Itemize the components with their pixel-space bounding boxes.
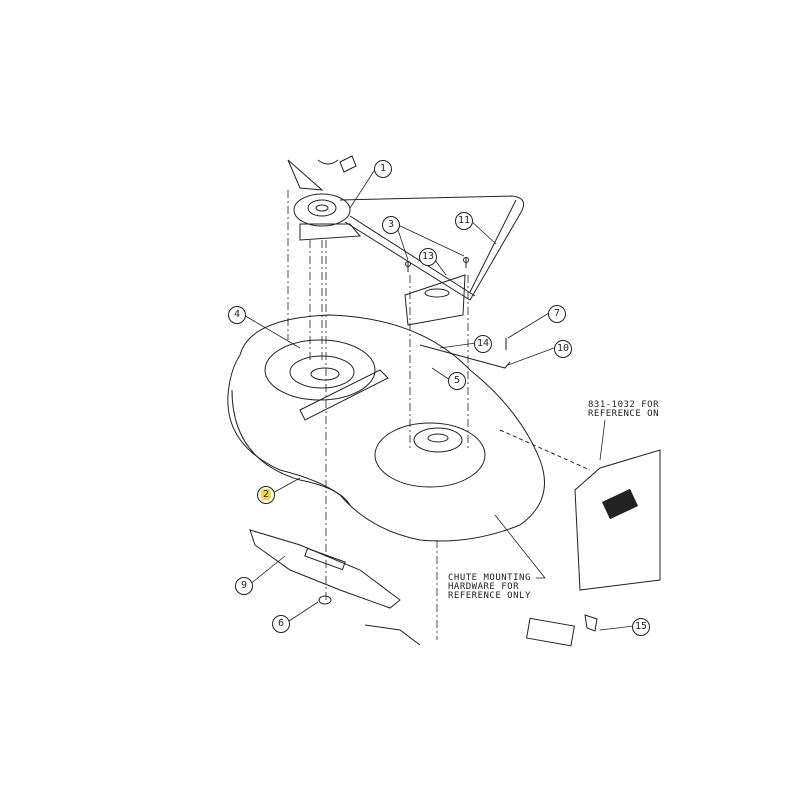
bracket-15 xyxy=(584,614,598,632)
callout-3[interactable]: 3 xyxy=(382,216,400,234)
callout-15[interactable]: 15 xyxy=(632,618,650,636)
bracket-top-left xyxy=(287,159,324,191)
center-pulley xyxy=(293,193,351,227)
left-spindle-well xyxy=(264,339,376,401)
callout-10[interactable]: 10 xyxy=(554,340,572,358)
chute-part-note: 831-1032 FOR REFERENCE ON xyxy=(588,400,660,419)
callout-13[interactable]: 13 xyxy=(419,248,437,266)
drive-belt xyxy=(339,195,525,301)
blade-washer xyxy=(318,595,332,605)
callout-6[interactable]: 6 xyxy=(272,615,290,633)
idler-bracket xyxy=(404,274,466,326)
callout-2[interactable]: 2 xyxy=(257,486,275,504)
callout-5[interactable]: 5 xyxy=(448,372,466,390)
callout-9[interactable]: 9 xyxy=(235,577,253,595)
callout-14[interactable]: 14 xyxy=(474,335,492,353)
chute-hardware-note: CHUTE MOUNTING HARDWARE FOR REFERENCE ON… xyxy=(448,573,531,601)
right-pulley xyxy=(413,427,463,453)
callout-4[interactable]: 4 xyxy=(228,306,246,324)
deck-shell xyxy=(227,314,545,542)
callout-1[interactable]: 1 xyxy=(374,160,392,178)
callout-11[interactable]: 11 xyxy=(455,212,473,230)
right-spindle-well xyxy=(374,422,486,488)
discharge-chute xyxy=(574,449,661,591)
callout-7[interactable]: 7 xyxy=(548,305,566,323)
